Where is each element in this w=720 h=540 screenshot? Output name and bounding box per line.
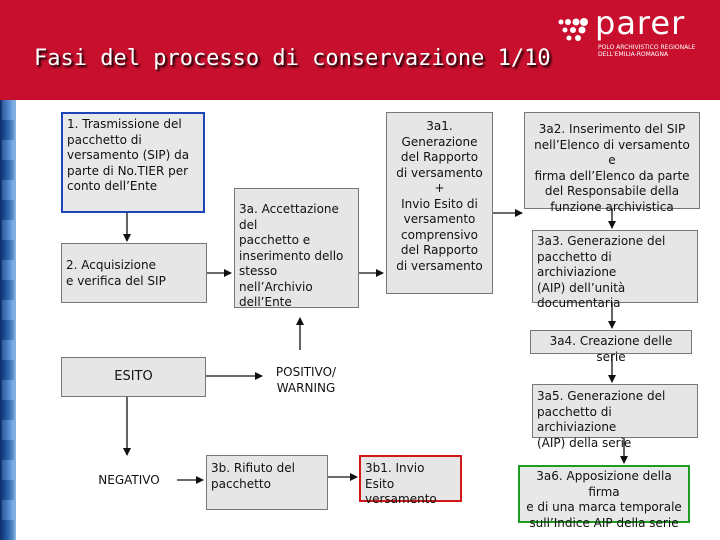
side-decoration-stripes bbox=[2, 100, 14, 540]
page-title: Fasi del processo di conservazione 1/10 bbox=[34, 46, 551, 71]
step-2-acquisizione: 2. Acquisizione e verifica del SIP bbox=[61, 243, 207, 303]
side-decoration bbox=[0, 100, 16, 540]
step-1-trasmissione: 1. Trasmissione del pacchetto di versame… bbox=[61, 112, 205, 213]
decision-esito: ESITO bbox=[61, 357, 206, 397]
step-3a2-elenco: 3a2. Inserimento del SIP nell’Elenco di … bbox=[524, 112, 700, 214]
logo-wordmark: parer bbox=[595, 4, 686, 42]
step-3b-rifiuto: 3b. Rifiuto del pacchetto bbox=[206, 455, 328, 510]
parer-logo: parer POLO ARCHIVISTICO REGIONALE DELL'E… bbox=[555, 4, 715, 60]
logo-subtitle: POLO ARCHIVISTICO REGIONALE DELL'EMILIA-… bbox=[598, 44, 696, 58]
label-negativo: NEGATIVO bbox=[98, 473, 160, 487]
step-3b1-invio-esito: 3b1. Invio Esito versamento bbox=[359, 455, 462, 506]
step-3a6-firma: 3a6. Apposizione della firma e di una ma… bbox=[518, 465, 690, 530]
label-positivo-warning: POSITIVO/ WARNING bbox=[275, 365, 337, 395]
step-3a4-serie: 3a4. Creazione delle serie bbox=[530, 330, 692, 364]
logo-dots-icon bbox=[558, 18, 588, 41]
step-3a3-aip-ud: 3a3. Generazione del pacchetto di archiv… bbox=[532, 230, 698, 310]
header-bar bbox=[0, 0, 720, 100]
step-3a5-aip-serie: 3a5. Generazione del pacchetto di archiv… bbox=[532, 384, 698, 450]
step-3a1-rapporto: 3a1. Generazione del Rapporto di versame… bbox=[386, 112, 493, 294]
step-3a-accettazione: 3a. Accettazione del pacchetto e inserim… bbox=[234, 188, 359, 309]
